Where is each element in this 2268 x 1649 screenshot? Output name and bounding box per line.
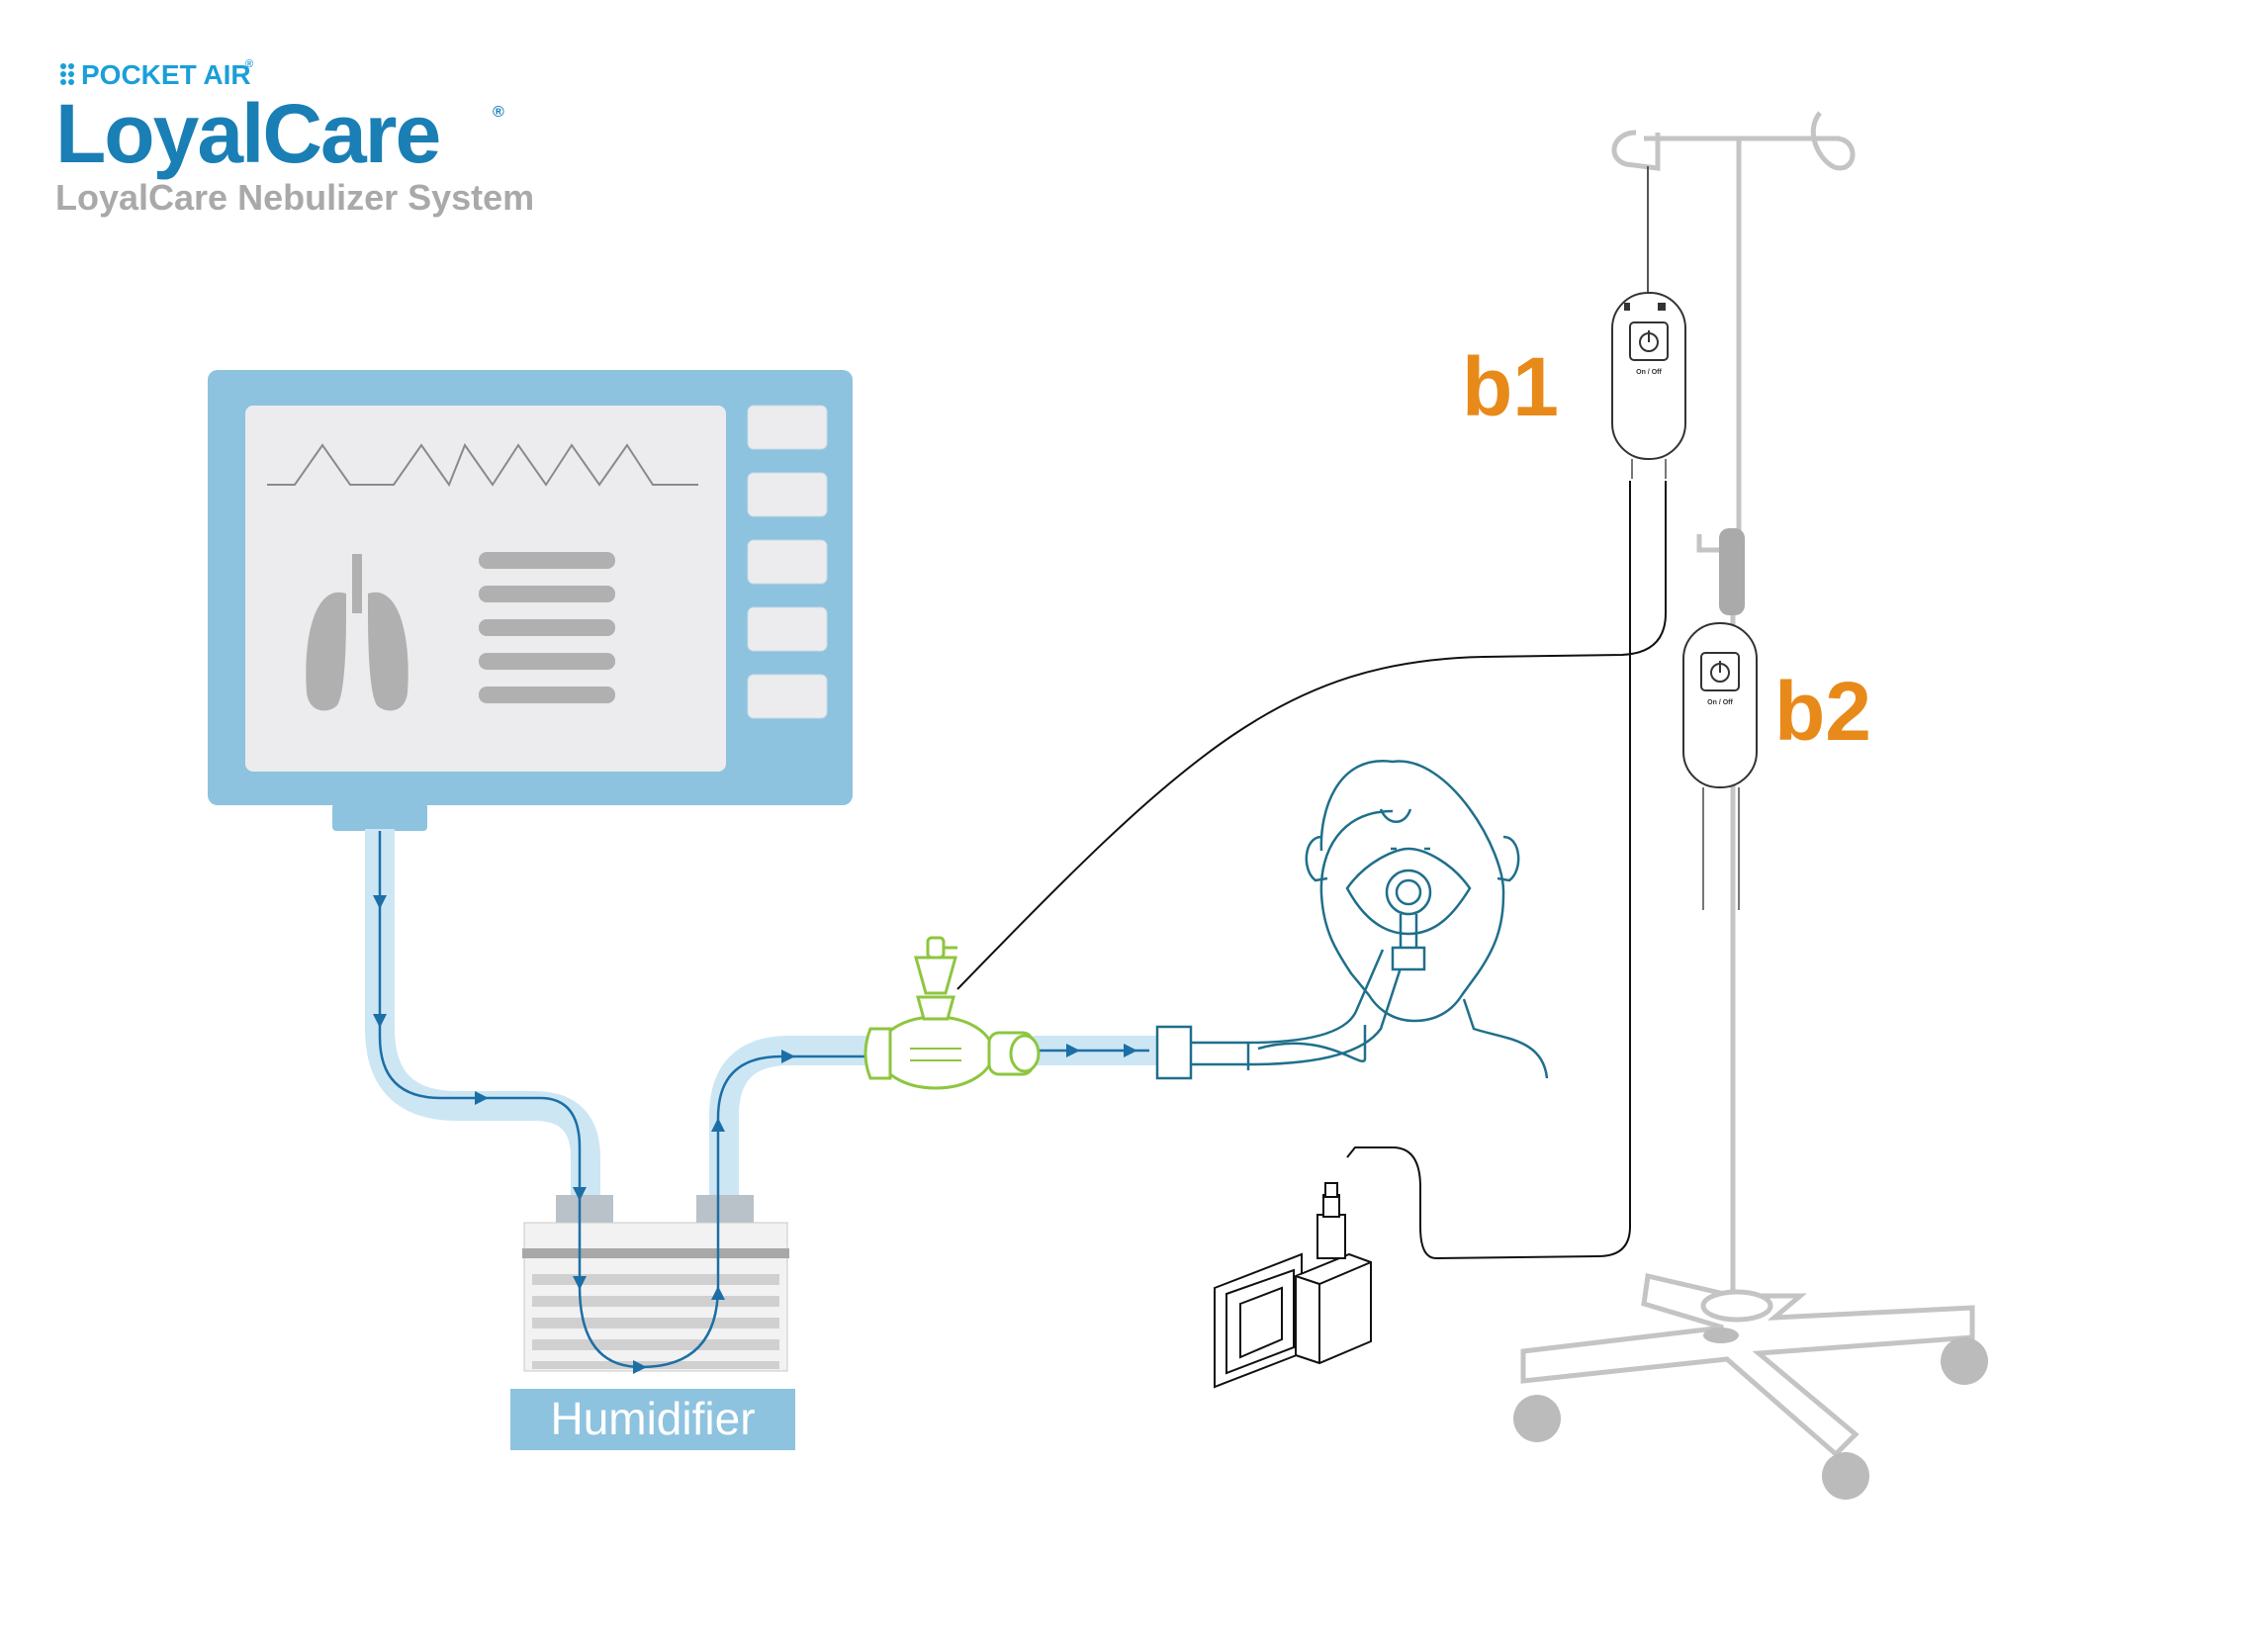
pole-clamp: [1719, 528, 1745, 615]
humidifier: Humidifier: [510, 1195, 795, 1450]
b1-on-off-label: On / Off: [1636, 369, 1662, 376]
ventilator-button-4[interactable]: [747, 606, 828, 652]
logo: POCKET AIR ® LoyalCare ® LoyalCare Nebul…: [55, 58, 534, 218]
pocket-air-dots-icon: [60, 63, 74, 85]
b2-on-off-label: On / Off: [1707, 699, 1733, 706]
nebulizer: [863, 936, 1041, 1090]
logo-subtitle: LoyalCare Nebulizer System: [55, 177, 534, 218]
wall-socket-icon: [1214, 1252, 1303, 1389]
power-icon: [1710, 661, 1730, 683]
loyalcare-wordmark: LoyalCare: [55, 87, 439, 180]
face-mask: [1345, 847, 1472, 971]
controller-b1: On / Off: [1611, 292, 1686, 460]
breathing-tubing: [365, 829, 1157, 1215]
controller-b2: On / Off: [1682, 622, 1758, 788]
screen-text-lines: [479, 552, 615, 703]
flow-arrow-icon: [373, 895, 1137, 1374]
pocket-air-text: POCKET AIR: [81, 59, 251, 90]
label-b1: b1: [1462, 340, 1559, 433]
waveform: [267, 442, 698, 488]
b2-cables: [1702, 787, 1740, 910]
ventilator-button-1[interactable]: [747, 405, 828, 450]
iv-pole-base: [1520, 1272, 1975, 1458]
lungs-icon: [306, 554, 408, 711]
usb-plug-icon: [1295, 1182, 1372, 1365]
humidifier-label: Humidifier: [550, 1393, 755, 1444]
iv-pole-wheels: [1513, 1328, 1988, 1500]
power-icon: [1639, 330, 1659, 352]
humidifier-label-box: [510, 1389, 795, 1450]
ventilator-monitor: [208, 370, 853, 831]
ventilator-button-3[interactable]: [747, 539, 828, 585]
ventilator-button-2[interactable]: [747, 472, 828, 517]
loyalcare-registered-mark: ®: [493, 104, 504, 121]
label-b2: b2: [1774, 665, 1871, 758]
ventilator-outlet-port: [332, 803, 427, 831]
patient-filter-connector: [1155, 1025, 1193, 1080]
patient-head-outline: [1257, 760, 1549, 1079]
patient-hose: [1191, 949, 1408, 1066]
b1-cables: [956, 459, 1667, 1260]
ventilator-button-5[interactable]: [747, 674, 828, 719]
pocket-air-registered-mark: ®: [245, 58, 253, 70]
